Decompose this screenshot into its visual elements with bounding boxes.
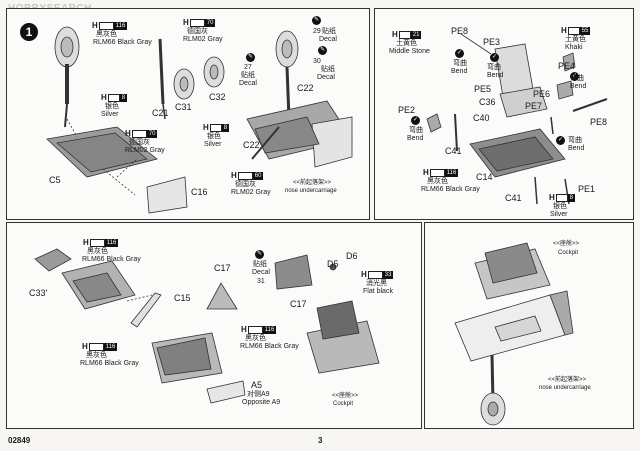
caption-cn: <<前起落架>> xyxy=(548,377,587,383)
step-number: 1 xyxy=(20,23,38,41)
caption-en: Cockpit xyxy=(333,401,354,407)
caption-en: nose undercarriage xyxy=(285,188,337,194)
part-label: PE3 xyxy=(483,37,501,47)
completed-assembly-illustration xyxy=(454,242,574,426)
paint-name-en: Silver xyxy=(204,141,222,148)
paint-name-en: Silver xyxy=(101,111,119,118)
part-label: C41 xyxy=(445,146,462,156)
part-label: PE8 xyxy=(451,26,469,36)
bend-icon: ✓ xyxy=(570,72,579,81)
part-label: PE2 xyxy=(398,105,416,115)
decal-icon: ✎ xyxy=(318,46,327,55)
bend-icon: ✓ xyxy=(556,136,565,145)
part-label: PE4 xyxy=(558,61,576,71)
bend-icon: ✓ xyxy=(455,49,464,58)
caption-cn: <<座舱>> xyxy=(553,241,580,247)
part-label: C15 xyxy=(174,293,191,303)
part-label: C17 xyxy=(290,299,307,309)
part-label: C21 xyxy=(152,108,169,118)
part-label: A5 xyxy=(251,380,263,390)
part-label: C36 xyxy=(479,97,496,107)
product-code: 02849 xyxy=(8,436,31,445)
decal-icon: ✎ xyxy=(312,16,321,25)
bend-icon: ✓ xyxy=(411,116,420,125)
nose-undercarriage-illustration xyxy=(46,26,353,214)
decal-icon: ✎ xyxy=(255,250,264,259)
paint-name-en: RLM02 Gray xyxy=(125,147,165,154)
page-number: 3 xyxy=(318,436,323,445)
paint-name-en: RLM02 Gray xyxy=(231,189,271,196)
part-label: C40 xyxy=(473,113,490,123)
part-label: C31 xyxy=(175,102,192,112)
part-label: C16 xyxy=(191,187,208,197)
paint-name-cn: 黑灰色 xyxy=(96,31,117,38)
part-label: PE7 xyxy=(525,101,543,111)
part-label: PE5 xyxy=(474,84,492,94)
decal-icon: ✎ xyxy=(246,53,255,62)
part-label: C14 xyxy=(476,172,493,182)
caption-en: Cockpit xyxy=(558,250,579,256)
part-label: C33' xyxy=(29,288,48,298)
part-label: C5 xyxy=(49,175,61,185)
caption-cn: <<前起落架>> xyxy=(293,180,332,186)
a9-note-cn: 对侧A9 xyxy=(247,391,270,398)
part-label: D5 xyxy=(327,259,339,269)
paint-name-en: RLM66 Black Gray xyxy=(93,39,152,46)
part-label: D6 xyxy=(346,251,358,261)
paint-name-cn: 银色 xyxy=(207,133,221,140)
paint-name-cn: 银色 xyxy=(105,103,119,110)
paint-name-en: RLM02 Gray xyxy=(183,36,223,43)
paint-name-cn: 德国灰 xyxy=(187,28,208,35)
a9-note-en: Opposite A9 xyxy=(242,399,281,406)
part-label: C32 xyxy=(209,92,226,102)
part-label: C41 xyxy=(505,193,522,203)
cockpit-illustration xyxy=(34,248,380,404)
paint-swatch xyxy=(98,22,114,30)
bend-icon: ✓ xyxy=(490,53,499,62)
part-label: C22 xyxy=(243,140,260,150)
part-label: PE6 xyxy=(533,89,551,99)
seat-assembly-illustration xyxy=(426,33,608,205)
part-label: C17 xyxy=(214,263,231,273)
part-label: PE1 xyxy=(578,184,596,194)
panel-completed-view: <<座舱>> Cockpit <<前起落架>> nose undercarria… xyxy=(424,222,634,429)
paint-name-cn: 德国灰 xyxy=(235,181,256,188)
paint-name-cn: 德国灰 xyxy=(129,139,150,146)
part-label: C22 xyxy=(297,83,314,93)
caption-en: nose undercarriage xyxy=(539,385,591,391)
caption-cn: <<座舱>> xyxy=(332,393,359,399)
part-label: PE8 xyxy=(590,117,608,127)
